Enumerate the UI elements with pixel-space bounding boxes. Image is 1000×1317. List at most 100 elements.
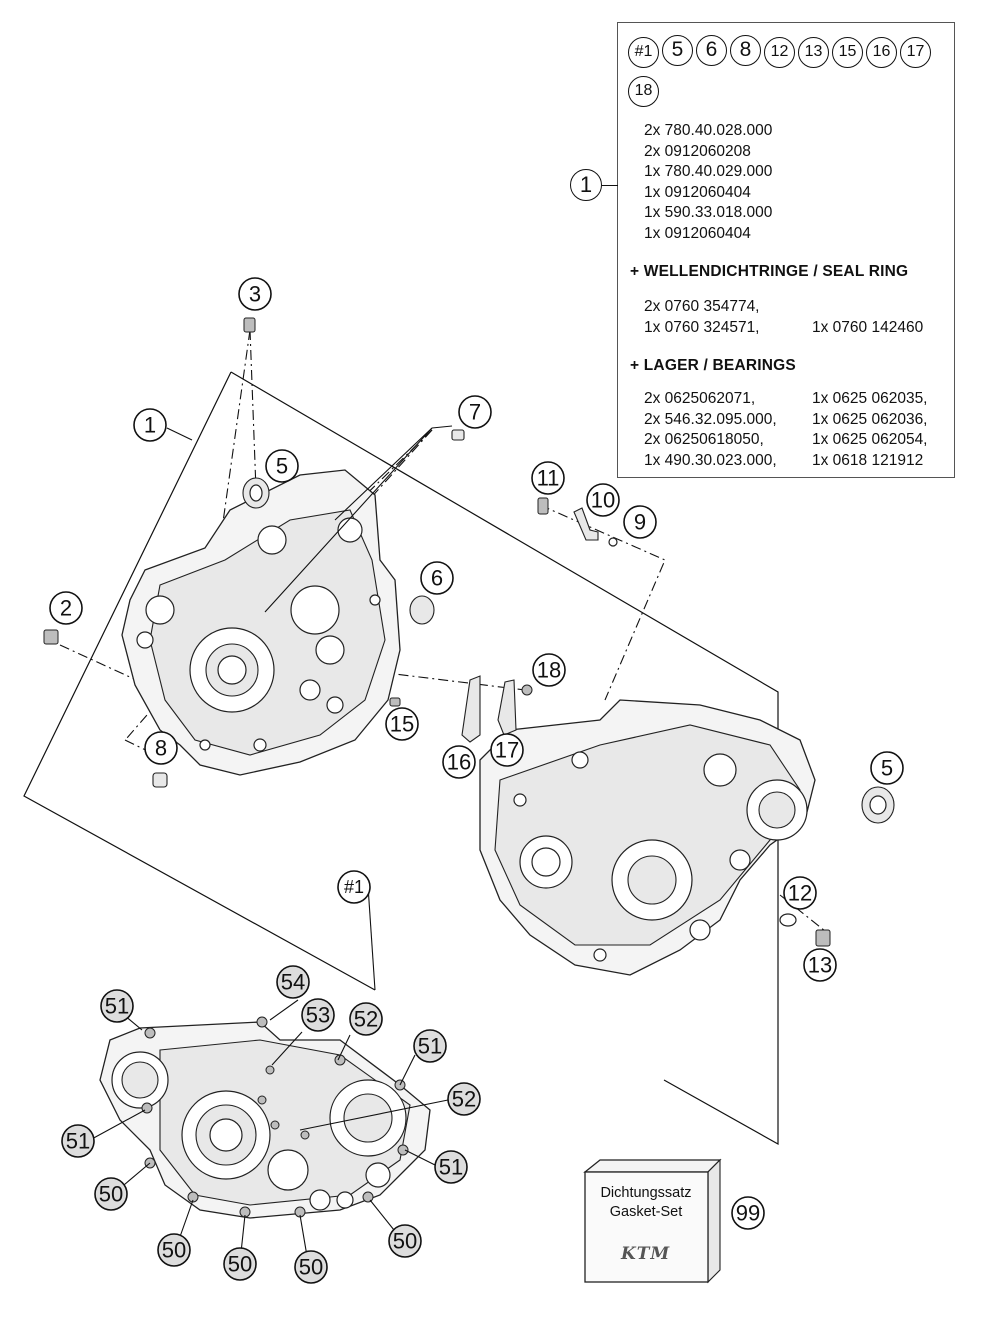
svg-text:3: 3	[249, 282, 261, 307]
box-main-callout-leader	[602, 185, 618, 186]
bearing-item: 1x 490.30.023.000,	[644, 451, 777, 469]
callout-assembly-1: #1	[337, 870, 371, 904]
callout-51-right: 51	[434, 1150, 468, 1184]
callout-12: 12	[783, 876, 817, 910]
seal-ring-item: 1x 0760 142460	[812, 318, 924, 336]
callout-50-b2: 50	[223, 1247, 257, 1281]
svg-text:50: 50	[393, 1229, 417, 1254]
svg-text:51: 51	[418, 1034, 442, 1059]
bearings-title: + LAGER / BEARINGS	[630, 357, 796, 374]
bearings-list: 2x 0625062071, 1x 0625 062035, 2x 546.32.…	[644, 389, 928, 471]
svg-text:9: 9	[634, 510, 646, 535]
callout-54: 54	[276, 965, 310, 999]
box-callout: 12	[764, 37, 795, 68]
callout-2: 2	[49, 591, 83, 625]
assembly-frame-left	[23, 371, 376, 991]
callout-51-top-right: 51	[413, 1029, 447, 1063]
svg-text:6: 6	[431, 566, 443, 591]
svg-text:50: 50	[162, 1238, 186, 1263]
svg-text:54: 54	[281, 970, 305, 995]
seal-ring-title: + WELLENDICHTRINGE / SEAL RING	[630, 263, 909, 280]
left-crankcase-half	[121, 469, 401, 776]
seal-ring-item: 2x 0760 354774,	[644, 298, 760, 315]
callout-50-b1: 50	[157, 1233, 191, 1267]
gasket-label-en: Gasket-Set	[609, 1204, 683, 1220]
svg-text:17: 17	[495, 738, 519, 763]
callout-15: 15	[385, 707, 419, 741]
part-number-line: 2x 0912060208	[644, 142, 751, 160]
callout-5-left: 5	[265, 449, 299, 483]
right-crankcase-half	[479, 699, 816, 976]
bearing-item: 1x 0625 062035,	[812, 390, 928, 407]
callout-8: 8	[144, 731, 178, 765]
callout-11: 11	[531, 461, 565, 495]
callout-17: 17	[490, 733, 524, 767]
svg-text:2: 2	[60, 596, 72, 621]
svg-text:1: 1	[144, 413, 156, 438]
seal-ring-list: 2x 0760 354774, 1x 0760 324571, 1x 0760 1…	[644, 297, 923, 338]
box-callout: 6	[696, 35, 727, 66]
callout-10: 10	[586, 483, 620, 517]
seal-ring-item: 1x 0760 324571,	[644, 318, 760, 336]
svg-text:16: 16	[447, 750, 471, 775]
svg-text:10: 10	[591, 488, 615, 513]
part-number-line: 1x 0912060404	[644, 224, 751, 242]
svg-text:50: 50	[99, 1182, 123, 1207]
bearing-item: 2x 06250618050,	[644, 431, 764, 448]
callout-7: 7	[458, 395, 492, 429]
box-callout: 16	[866, 37, 897, 68]
callout-6: 6	[420, 561, 454, 595]
callout-99: 99	[731, 1196, 765, 1230]
callout-51-top-left: 51	[100, 989, 134, 1023]
box-callout: 18	[628, 76, 659, 107]
box-main-callout: 1	[570, 169, 602, 201]
bearing-item: 1x 0618 121912	[812, 451, 924, 469]
callout-18: 18	[532, 653, 566, 687]
svg-text:51: 51	[439, 1155, 463, 1180]
small-parts	[43, 317, 895, 947]
gasket-set-label: Dichtungssatz Gasket-Set KTM	[585, 1160, 720, 1282]
callout-50-right: 50	[388, 1224, 422, 1258]
bottom-crankcase-view	[99, 1016, 431, 1219]
svg-text:51: 51	[66, 1129, 90, 1154]
part-number-line: 1x 590.33.018.000	[644, 204, 773, 221]
callout-1: 1	[133, 408, 167, 442]
bearing-item: 1x 0625 062036,	[812, 410, 928, 428]
callout-50-left: 50	[94, 1177, 128, 1211]
callout-52-right: 52	[447, 1082, 481, 1116]
callout-16: 16	[442, 745, 476, 779]
callout-52-top: 52	[349, 1002, 383, 1036]
box-callout: #1	[628, 37, 659, 68]
callout-51-left: 51	[61, 1124, 95, 1158]
callout-3: 3	[238, 277, 272, 311]
callout-9: 9	[623, 505, 657, 539]
assembly-frame	[230, 371, 779, 1146]
svg-text:5: 5	[276, 454, 288, 479]
callout-leaders	[89, 425, 453, 1263]
svg-text:53: 53	[306, 1003, 330, 1028]
svg-text:50: 50	[299, 1255, 323, 1280]
svg-text:50: 50	[228, 1252, 252, 1277]
svg-text:52: 52	[354, 1007, 378, 1032]
gasket-set-box	[583, 1158, 722, 1284]
callout-53: 53	[301, 998, 335, 1032]
part-number-line: 2x 780.40.028.000	[644, 122, 773, 139]
svg-text:13: 13	[808, 953, 832, 978]
bearing-item: 2x 546.32.095.000,	[644, 410, 777, 428]
callout-50-b3: 50	[294, 1250, 328, 1284]
svg-text:7: 7	[469, 400, 481, 425]
svg-text:51: 51	[105, 994, 129, 1019]
box-callout: 17	[900, 37, 931, 68]
svg-text:18: 18	[537, 658, 561, 683]
svg-text:12: 12	[788, 881, 812, 906]
bearing-item: 2x 0625062071,	[644, 390, 756, 407]
callout-13: 13	[803, 948, 837, 982]
box-callout: 8	[730, 35, 761, 66]
callout-5-right: 5	[870, 751, 904, 785]
gasket-label-de: Dichtungssatz	[600, 1185, 692, 1201]
svg-text:8: 8	[155, 736, 167, 761]
box-callout: 15	[832, 37, 863, 68]
